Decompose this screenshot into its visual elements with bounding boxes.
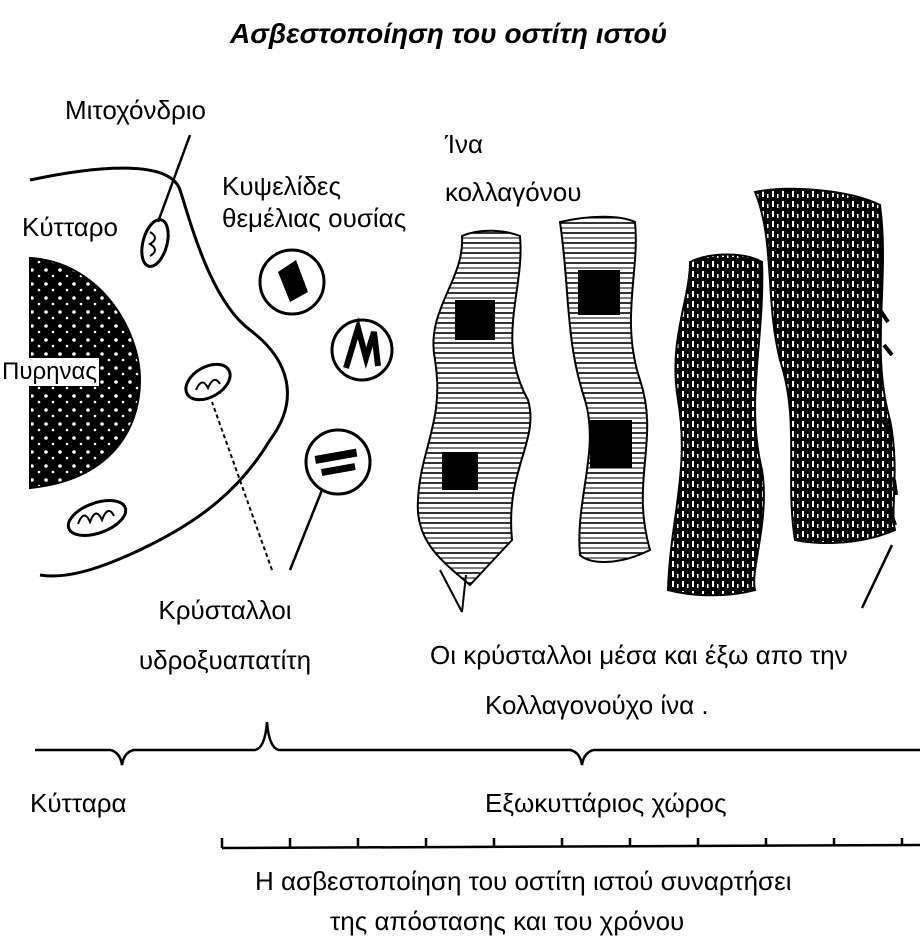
caption-line-2: της απόστασης και του χρόνου (330, 906, 684, 937)
matrix-vesicle-2 (332, 320, 392, 380)
matrix-vesicle-3 (306, 430, 370, 494)
collagen-fiber-2-dark-band (590, 420, 632, 468)
pointer-crystals-fiber (862, 545, 892, 608)
mitochondrion-3 (64, 494, 131, 543)
distance-time-axis (222, 838, 920, 848)
pointer-crystals-right (290, 490, 322, 570)
collagen-fiber-2 (560, 217, 650, 562)
diagram-title: Ασβεστοποίηση του οστίτη ιστού (230, 18, 667, 50)
region-bracket (35, 722, 920, 765)
pointer-crystals-left (212, 402, 272, 570)
label-matrix-vesicles: Κυψελίδες θεμέλιας ουσίας (222, 170, 442, 234)
collagen-fiber-4 (755, 189, 895, 543)
label-nucleus: Πυρηνας (0, 358, 99, 386)
mitochondrion-1 (137, 217, 173, 270)
label-collagen-fiber-2: Κολλαγονούχο ίνα . (485, 690, 709, 721)
label-collagen-fiber: Ίνα κολλαγόνου (445, 120, 625, 216)
collagen-fiber-2-dark-band (578, 270, 620, 315)
matrix-vesicle-1 (260, 250, 324, 314)
label-mitochondrion: Μιτοχόνδριο (65, 95, 206, 126)
collagen-fiber-1-dark-band (455, 300, 495, 340)
collagen-fiber-3 (668, 255, 764, 596)
label-extracellular: Εξωκυττάριος χώρος (485, 788, 727, 819)
label-cell: Κύτταρο (22, 212, 118, 243)
label-crystals-in-out: Οι κρύσταλλοι μέσα και έξω απο την (430, 640, 848, 671)
caption-line-1: Η ασβεστοποίηση του οστίτη ιστού συναρτή… (255, 866, 791, 897)
collagen-fiber-1-dark-band (442, 452, 478, 490)
collagen-fiber-1 (418, 231, 531, 585)
mitochondrion-2 (180, 357, 237, 407)
label-crystals: Κρύσταλλοι υδροξυαπατίτη (135, 585, 315, 685)
label-cells: Κύτταρα (30, 788, 127, 819)
